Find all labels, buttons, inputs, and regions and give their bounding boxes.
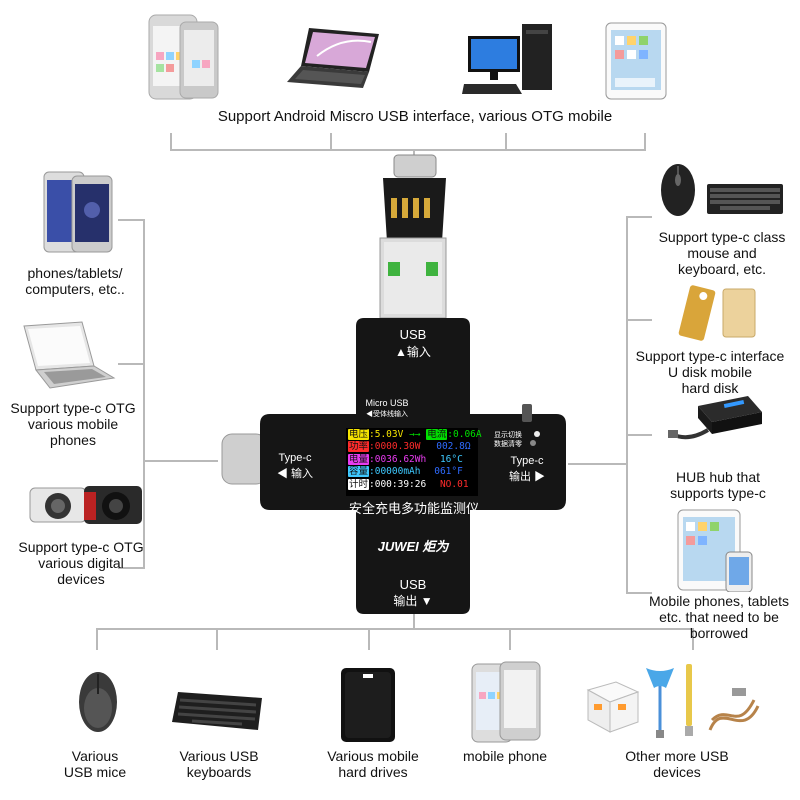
bottom-caption-keyboards: Various USB keyboards <box>179 748 259 780</box>
tablet-icon <box>605 22 667 100</box>
side-button-label-2: 数据清零 <box>494 441 522 448</box>
typec-input-label: Type-c <box>278 452 312 464</box>
top-bracket-tick <box>330 133 332 151</box>
energy-value: :0036.62Wh <box>369 453 427 465</box>
power-value: :0000.30W <box>369 441 421 453</box>
bottom-to-device-line <box>413 612 415 630</box>
typec-output-sub: 输出 ▶ <box>508 471 546 483</box>
left-bracket-line <box>143 219 145 569</box>
external-hard-disk-icon <box>722 288 756 338</box>
usb-hub-icon <box>668 396 762 440</box>
group-number: NO.01 <box>439 478 469 490</box>
typec-output-label: Type-c <box>510 455 544 467</box>
temperature-fahrenheit: 061°F <box>434 466 463 478</box>
laptop-icon <box>23 321 116 389</box>
left-bracket-tick <box>118 363 144 365</box>
current-value: :0.06A <box>447 429 482 440</box>
bottom-bracket-tick <box>216 628 218 650</box>
bottom-caption-other: Other more USB devices <box>625 748 729 780</box>
voltage-value: :5.03V <box>369 429 404 440</box>
micro-usb-label: Micro USB <box>365 398 409 408</box>
right-bracket-tick <box>626 592 652 594</box>
desktop-computer-icon <box>462 24 552 94</box>
left-bracket-tick <box>118 567 144 569</box>
hard-drive-icon <box>341 668 395 742</box>
capacity-value: :00000mAh <box>369 466 421 478</box>
usb-input-label: USB <box>399 327 427 342</box>
usb-output-sub: 输出 ▼ <box>393 594 433 608</box>
top-caption: Support Android Miscro USB interface, va… <box>217 108 613 125</box>
voltage-label: 电压 <box>348 429 370 440</box>
phone-icon <box>43 171 113 253</box>
device-brand-logo: JUWEI 炬为 <box>377 539 449 554</box>
top-bracket-tick <box>170 133 172 151</box>
bottom-caption-mobile-phone: mobile phone <box>462 748 548 764</box>
side-button-label-1: 显示切换 <box>494 432 522 439</box>
bottom-bracket-tick <box>368 628 370 650</box>
laptop-icon <box>287 28 379 88</box>
bottom-bracket-tick <box>509 628 511 650</box>
device-chinese-title: 安全充电多功能监测仪 <box>348 501 479 516</box>
capacity-label: 容量 <box>348 466 370 478</box>
keyboard-icon <box>172 692 262 730</box>
lcd-screen: 电压:5.03V →→ 电流:0.06A 功率:0000.30W 002.8Ω … <box>346 428 482 496</box>
bottom-caption-hard-drives: Various mobile hard drives <box>327 748 419 780</box>
lcd-row-time: 计时:000:39:26 NO.01 <box>348 478 476 491</box>
right-caption-hub: HUB hub that supports type-c <box>670 469 766 501</box>
energy-label: 电量 <box>348 453 370 465</box>
time-value: :000:39:26 <box>369 478 427 490</box>
right-caption-borrowed: Mobile phones, tablets etc. that need to… <box>648 593 790 641</box>
current-label: 电流 <box>426 429 448 440</box>
right-caption-udisk: Support type-c interface U disk mobile h… <box>635 348 785 396</box>
right-bracket-line <box>626 216 628 594</box>
top-bracket-tick <box>505 133 507 151</box>
usb-gadgets-icon <box>586 664 760 738</box>
top-bracket-tick <box>644 133 646 151</box>
usb-output-label: USB <box>399 577 427 592</box>
right-bracket-tick <box>626 319 652 321</box>
lcd-row-capacity: 容量:00000mAh 061°F <box>348 466 476 478</box>
bottom-bracket-tick <box>96 628 98 650</box>
right-to-device-line <box>568 463 628 465</box>
left-caption-otg-cameras: Support type-c OTG various digital devic… <box>18 539 144 587</box>
tablet-phone-icon <box>677 509 753 592</box>
power-label: 功率 <box>348 441 370 453</box>
camera-icon <box>29 486 142 524</box>
top-to-device-line <box>413 149 415 163</box>
keyboard-icon <box>707 184 783 214</box>
temperature-celsius: 16°C <box>439 453 463 465</box>
resistance-value: 002.8Ω <box>436 441 471 453</box>
left-caption-otg-phones: Support type-c OTG various mobile phones <box>10 400 136 448</box>
mobile-phone-icon <box>471 661 541 743</box>
time-label: 计时 <box>348 478 370 490</box>
lcd-row-power: 功率:0000.30W 002.8Ω <box>348 441 476 453</box>
right-bracket-tick <box>626 216 652 218</box>
current-direction-arrow: →→ <box>409 429 421 440</box>
lcd-row-voltage: 电压:5.03V →→ 电流:0.06A <box>348 429 482 441</box>
mouse-icon <box>661 164 695 216</box>
right-bracket-tick <box>626 434 652 436</box>
right-caption-mouse-keyboard: Support type-c class mouse and keyboard,… <box>658 229 786 277</box>
bottom-caption-mice: Various USB mice <box>63 748 127 780</box>
phone-icon <box>148 14 219 100</box>
left-to-device-line <box>143 460 218 462</box>
bottom-bracket-tick <box>692 628 694 650</box>
usb-flash-drive-icon <box>678 285 716 341</box>
lcd-row-energy: 电量:0036.62Wh 16°C <box>348 453 476 466</box>
micro-usb-sub: ◀受体线输入 <box>366 411 408 418</box>
mouse-icon <box>79 672 117 732</box>
left-caption-phones: phones/tablets/ computers, etc.. <box>25 265 125 297</box>
usb-input-sub: ▲输入 <box>395 345 431 359</box>
bottom-bracket-line <box>96 628 694 630</box>
left-bracket-tick <box>118 219 144 221</box>
typec-input-sub: ◀ 输入 <box>276 468 314 480</box>
top-bracket-line <box>170 149 646 151</box>
